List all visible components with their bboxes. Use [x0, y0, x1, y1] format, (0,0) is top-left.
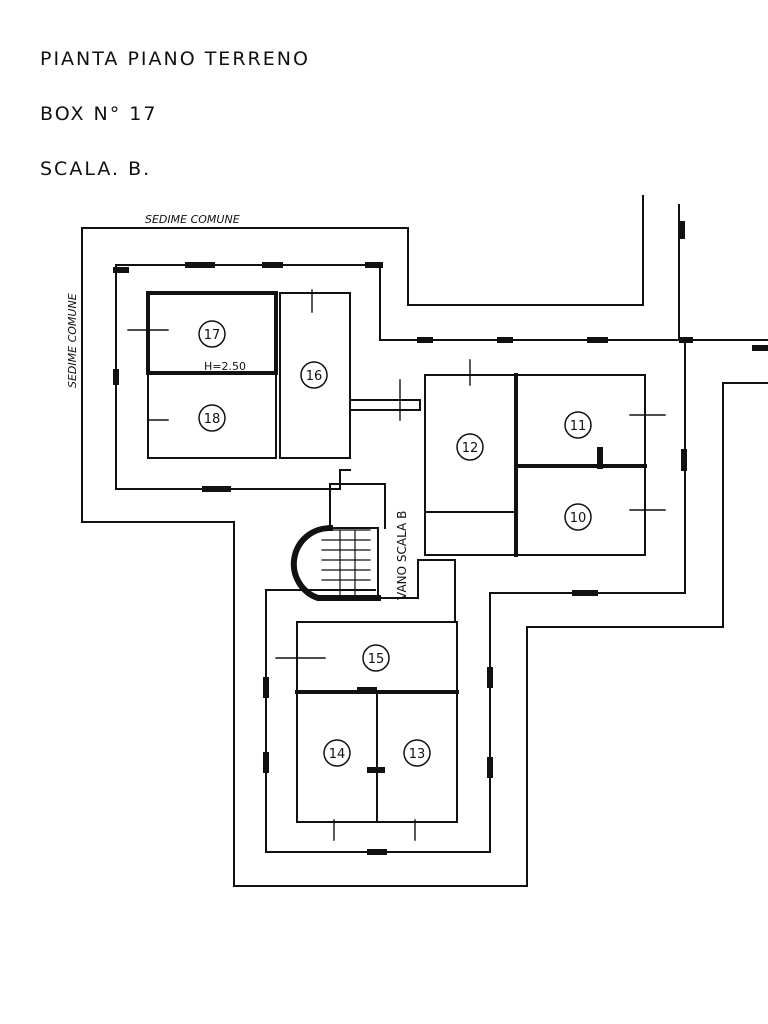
vano-scala-label: VANO SCALA B — [395, 511, 409, 600]
room-13-label: 13 — [409, 747, 426, 762]
room-15-label: 15 — [368, 652, 385, 667]
room-11-label: 11 — [570, 419, 587, 434]
dimension-ticks — [127, 289, 666, 841]
room-18-label: 18 — [204, 412, 221, 427]
room-10-label: 10 — [570, 511, 587, 526]
stair-scale: SCALA. B. — [40, 158, 152, 180]
room-10-circle — [564, 503, 592, 531]
stair-treads — [321, 529, 371, 596]
sedime-comune-left: SEDIME COMUNE — [66, 293, 79, 388]
room-14-circle — [323, 739, 351, 767]
connector-corridor — [349, 399, 421, 411]
height-note: H=2.50 — [204, 360, 246, 373]
room-16-label: 16 — [306, 369, 323, 384]
wall-marks — [113, 221, 768, 855]
sedime-comune-top: SEDIME COMUNE — [145, 213, 240, 226]
room-15-circle — [362, 644, 390, 672]
drawing-title: PIANTA PIANO TERRENO — [40, 48, 310, 70]
stair-curve — [290, 524, 381, 601]
stair-core — [329, 483, 456, 621]
box-number: BOX N° 17 — [40, 103, 158, 125]
room-18-circle — [198, 404, 226, 432]
room-12-circle — [456, 433, 484, 461]
room-13-circle — [403, 739, 431, 767]
box-16-outline — [279, 292, 351, 459]
room-12-label: 12 — [462, 441, 479, 456]
room-17-label: 17 — [204, 328, 221, 343]
room-11-circle — [564, 411, 592, 439]
room-17-circle — [198, 320, 226, 348]
room-16-circle — [300, 361, 328, 389]
room-14-label: 14 — [329, 747, 346, 762]
